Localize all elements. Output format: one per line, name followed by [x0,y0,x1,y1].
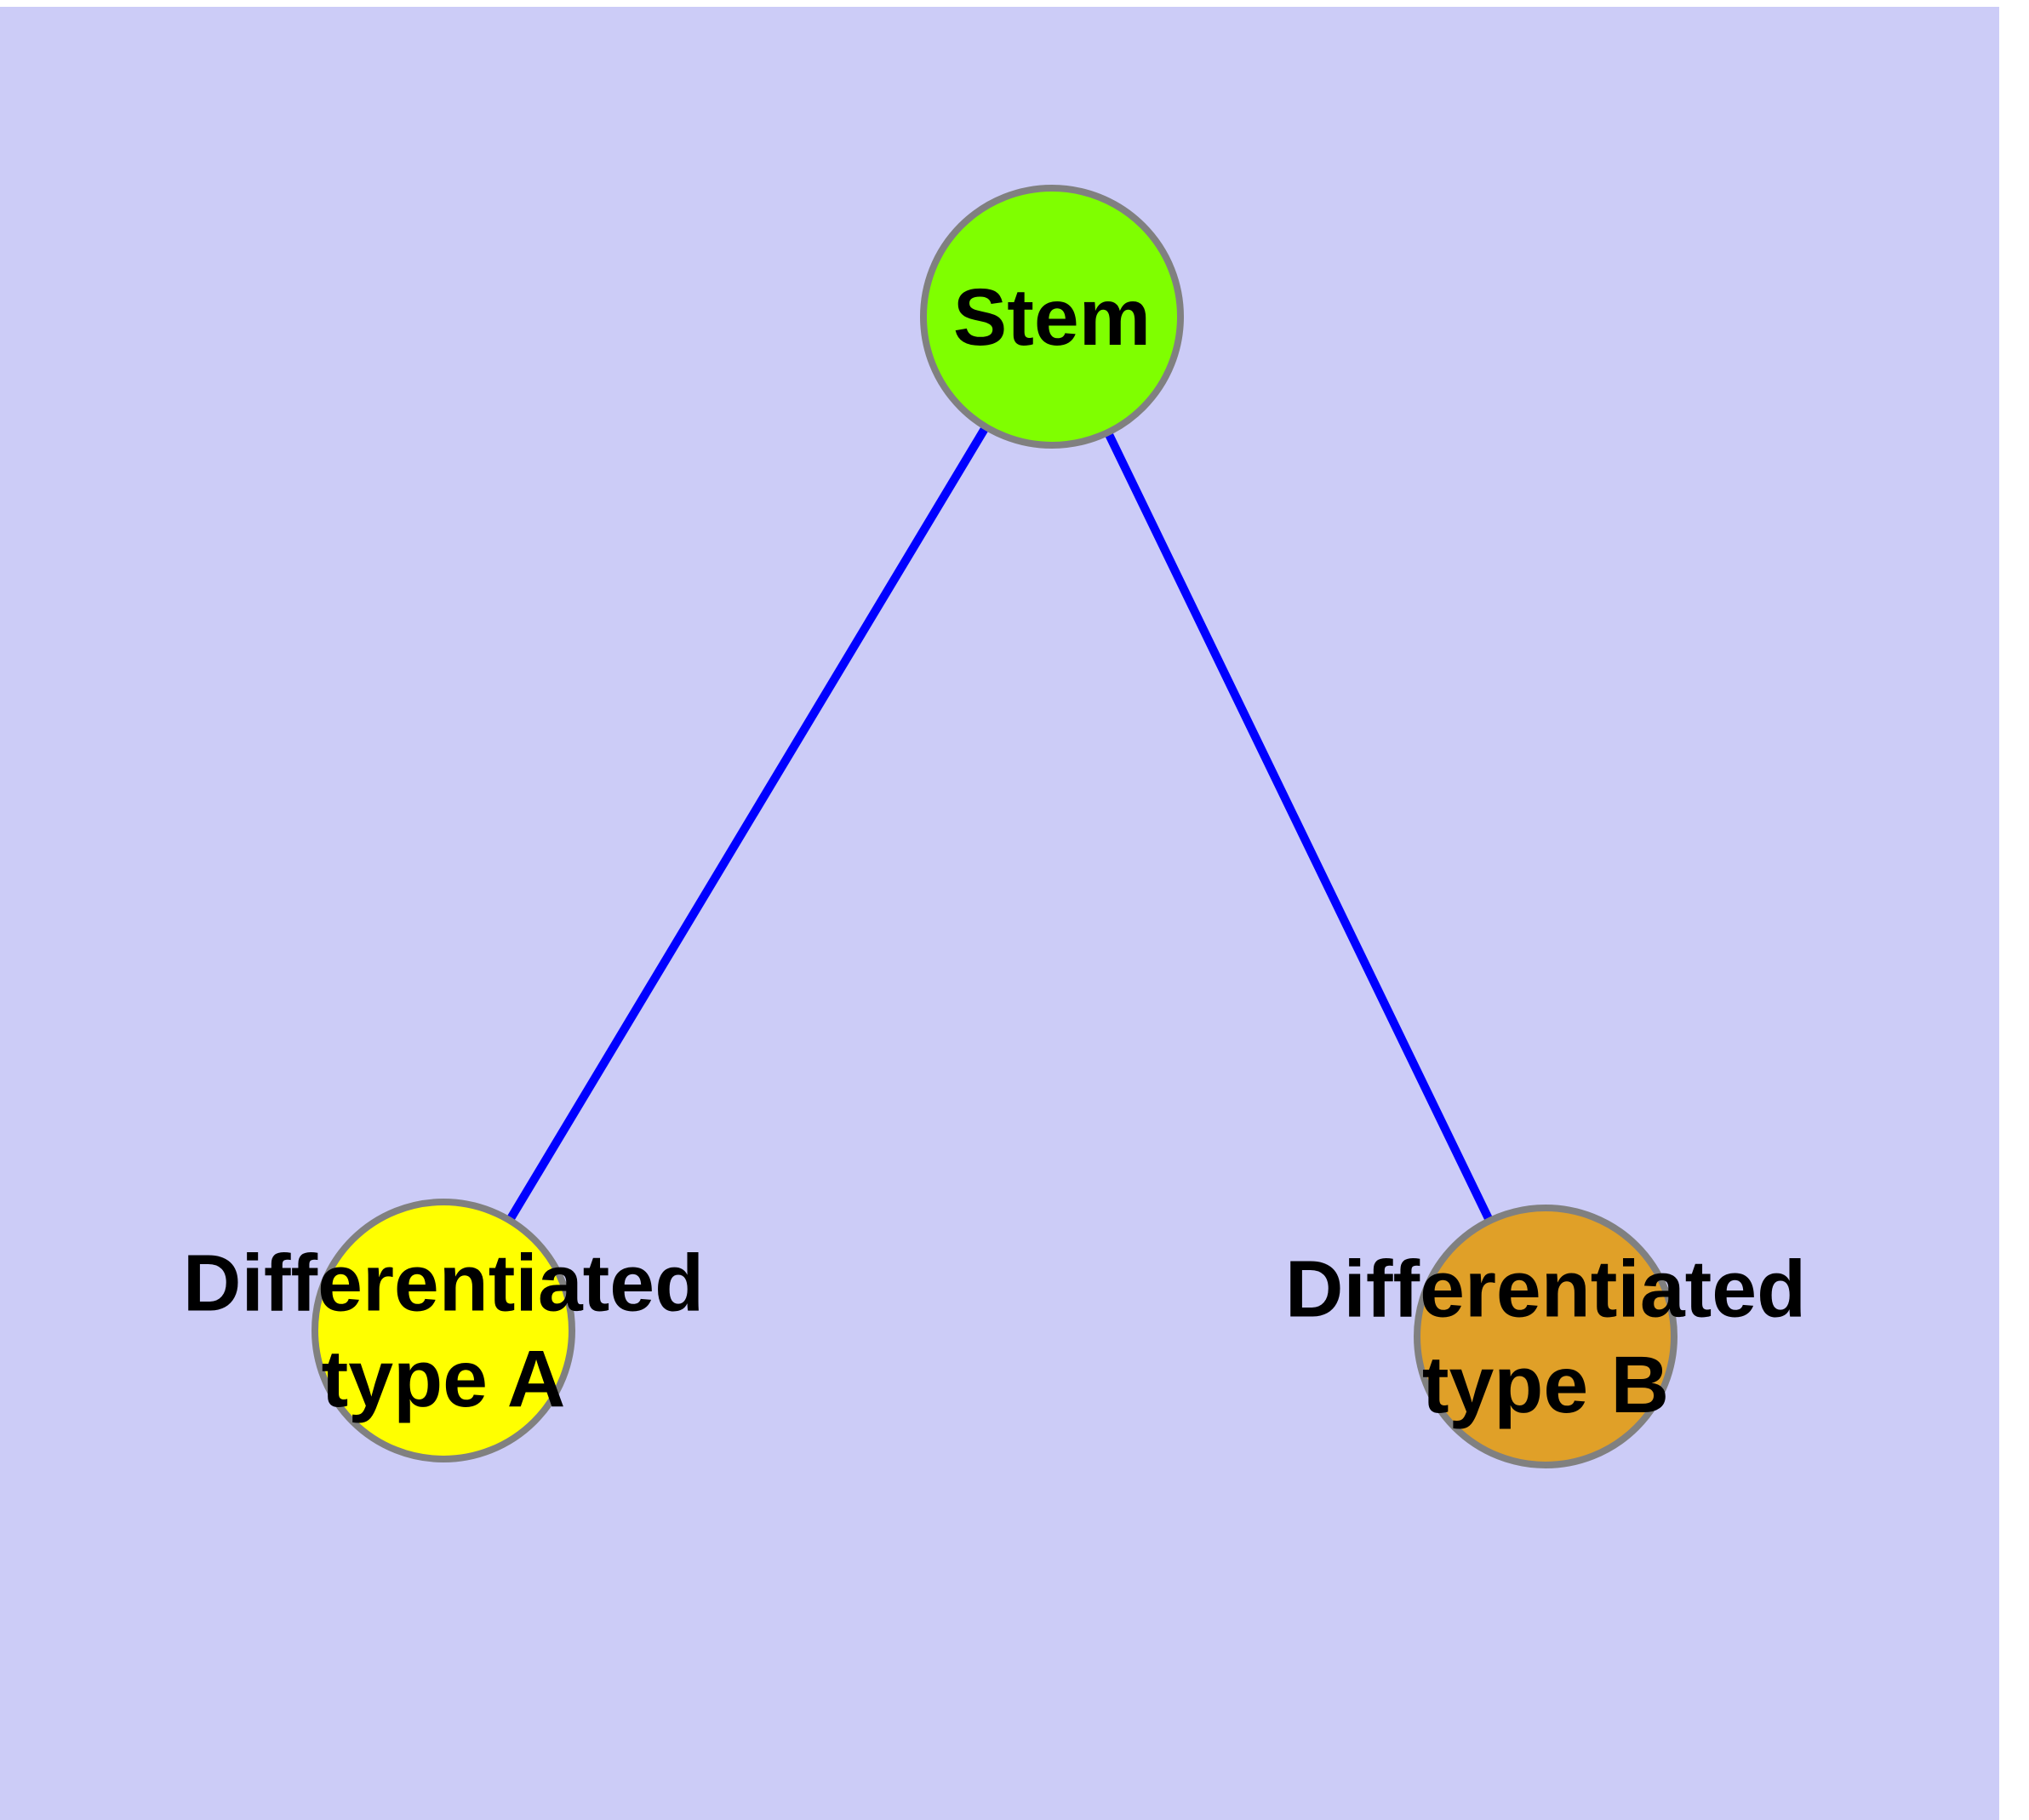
node-diff_a[interactable] [311,1199,575,1462]
edges-group [506,424,1494,1223]
node-label-stem: Stem [953,272,1151,363]
node-label-line: Differentiated [183,1239,704,1329]
node-label-line: type A [322,1334,566,1424]
node-diff_b[interactable] [1414,1205,1677,1468]
node-stem[interactable] [920,185,1184,449]
edge-stem-to-diff_b [1104,430,1494,1223]
nodes-group [311,185,1677,1468]
node-label-line: Stem [953,272,1151,363]
node-label-line: type B [1422,1340,1669,1430]
node-label-line: Differentiated [1285,1245,1806,1335]
edge-stem-to-diff_a [506,424,990,1223]
